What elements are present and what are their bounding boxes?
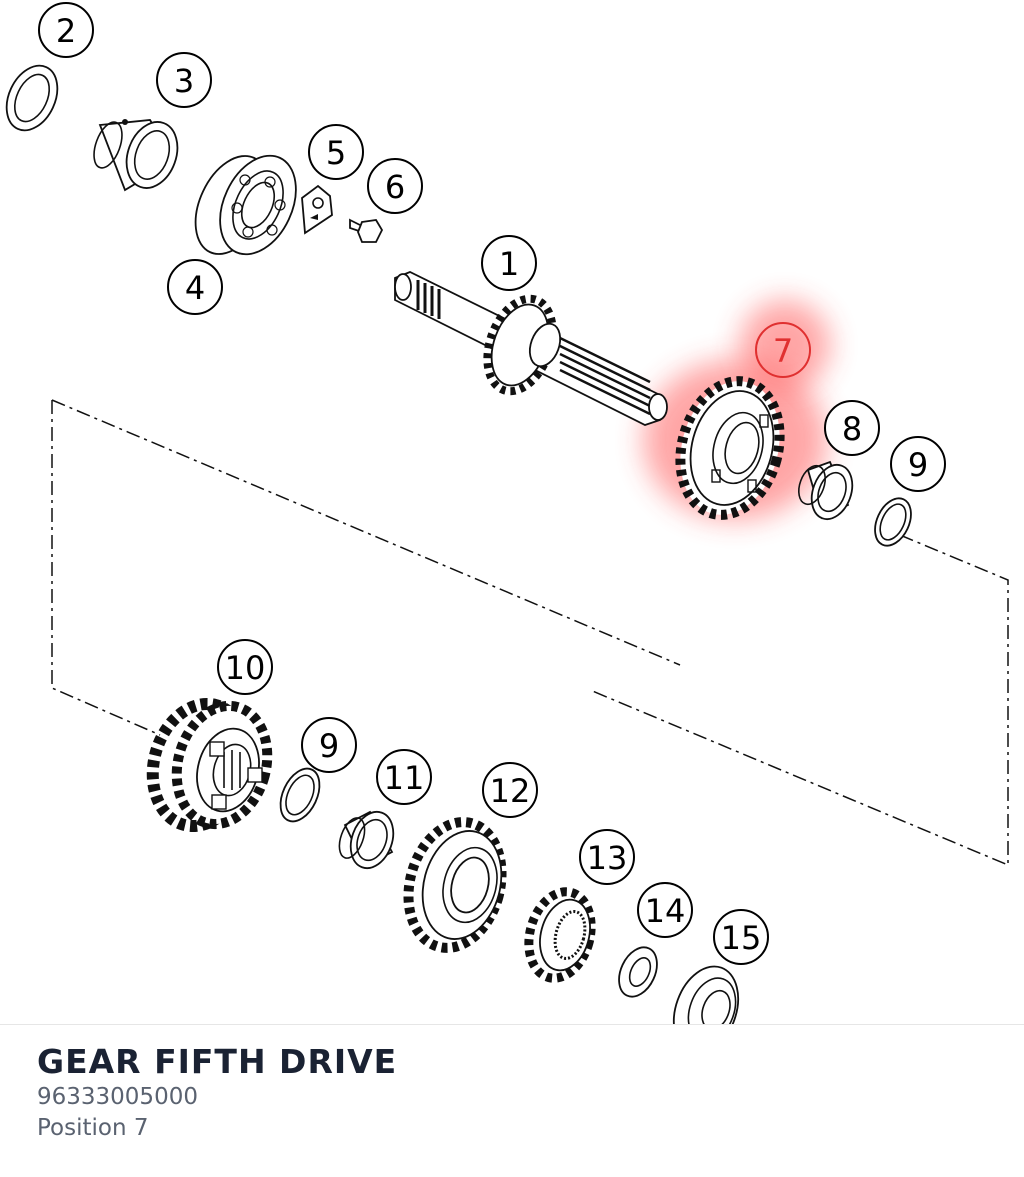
part-7-gear-fifth-drive[interactable] xyxy=(666,370,794,526)
callout-11[interactable]: 11 xyxy=(376,749,432,805)
exploded-parts-diagram: 2 3 4 5 6 1 7 8 9 10 9 11 xyxy=(0,2,1009,1025)
svg-text:9: 9 xyxy=(319,727,339,765)
part-15-bearing[interactable] xyxy=(660,957,780,1025)
part-4-bearing[interactable] xyxy=(181,144,311,267)
part-3-bushing[interactable] xyxy=(89,115,187,195)
callout-8[interactable]: 8 xyxy=(824,400,880,456)
svg-text:15: 15 xyxy=(721,919,762,957)
callout-9-upper[interactable]: 9 xyxy=(890,436,946,492)
part-8-bushing[interactable] xyxy=(794,459,860,525)
callout-3[interactable]: 3 xyxy=(156,52,212,108)
part-title: GEAR FIFTH DRIVE xyxy=(37,1042,398,1081)
callout-2[interactable]: 2 xyxy=(38,2,94,58)
svg-text:8: 8 xyxy=(842,410,862,448)
svg-text:2: 2 xyxy=(56,12,76,50)
part-5-lock-plate[interactable] xyxy=(301,184,333,235)
part-14-washer[interactable] xyxy=(612,941,665,1002)
part-9-circlip-lower[interactable] xyxy=(273,762,327,827)
callout-4[interactable]: 4 xyxy=(167,259,223,315)
callout-10[interactable]: 10 xyxy=(217,639,273,695)
part-9-circlip-upper[interactable] xyxy=(868,493,918,552)
svg-text:10: 10 xyxy=(225,649,266,687)
part-11-bushing[interactable] xyxy=(334,806,400,874)
callout-6[interactable]: 6 xyxy=(367,158,423,214)
info-divider xyxy=(0,1024,1024,1025)
callout-12[interactable]: 12 xyxy=(482,762,538,818)
svg-text:7: 7 xyxy=(773,332,793,370)
svg-text:4: 4 xyxy=(185,269,205,307)
svg-text:11: 11 xyxy=(384,759,425,797)
svg-text:6: 6 xyxy=(385,168,405,206)
callout-14[interactable]: 14 xyxy=(637,882,693,938)
svg-text:9: 9 xyxy=(908,446,928,484)
svg-text:14: 14 xyxy=(645,892,686,930)
part-12-gear[interactable] xyxy=(395,812,515,959)
part-13-gear[interactable] xyxy=(520,885,601,986)
svg-text:13: 13 xyxy=(587,839,628,877)
svg-text:1: 1 xyxy=(499,245,519,283)
svg-text:12: 12 xyxy=(490,772,531,810)
part-number: 96333005000 xyxy=(37,1084,198,1110)
callout-7[interactable]: 7 xyxy=(755,322,811,378)
part-info-panel: GEAR FIFTH DRIVE 96333005000 Position 7 xyxy=(37,1042,397,1144)
part-10-gear[interactable] xyxy=(140,693,281,837)
callout-1[interactable]: 1 xyxy=(481,235,537,291)
part-2-washer[interactable] xyxy=(0,57,67,138)
callout-15[interactable]: 15 xyxy=(713,909,769,965)
callout-9-lower[interactable]: 9 xyxy=(301,717,357,773)
svg-text:3: 3 xyxy=(174,62,194,100)
callout-5[interactable]: 5 xyxy=(308,124,364,180)
svg-text:5: 5 xyxy=(326,134,346,172)
part-1-main-shaft[interactable] xyxy=(394,271,668,502)
callout-13[interactable]: 13 xyxy=(579,829,635,885)
assembly-guide-lines xyxy=(51,399,1009,867)
part-6-bolt[interactable] xyxy=(349,218,384,243)
part-position: Position 7 xyxy=(37,1115,149,1141)
